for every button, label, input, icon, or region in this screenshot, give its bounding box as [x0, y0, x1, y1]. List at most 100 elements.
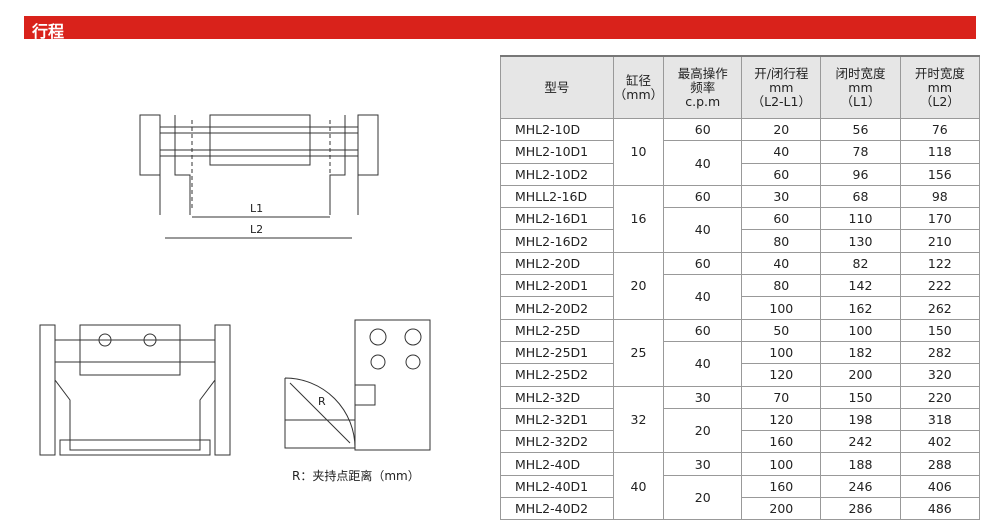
- table-cell: 100: [741, 452, 822, 476]
- table-cell: 20: [663, 474, 743, 521]
- table-cell: 25: [612, 318, 665, 387]
- table-cell: 82: [820, 251, 901, 276]
- table-cell: 222: [899, 274, 981, 298]
- gripper-diagrams: L1 L2 R: [39, 114, 431, 456]
- table-cell: MHL2-40D: [500, 452, 614, 476]
- table-cell: 200: [741, 497, 822, 521]
- column-header: 最高操作 频率 c.p.m: [663, 55, 743, 119]
- table-cell: MHL2-20D: [500, 251, 614, 276]
- table-cell: 246: [820, 474, 901, 499]
- table-cell: 402: [899, 430, 981, 454]
- table-cell: 20: [612, 251, 665, 320]
- table-cell: 130: [820, 229, 901, 253]
- table-cell: 30: [663, 452, 743, 476]
- table-cell: 320: [899, 363, 981, 387]
- top-view-diagram: L1 L2: [139, 114, 379, 239]
- table-cell: MHL2-16D2: [500, 229, 614, 253]
- caption: R：夹持点距离（mm）: [292, 469, 420, 483]
- section-title: 行程: [32, 22, 65, 41]
- table-cell: 282: [899, 340, 981, 365]
- side-view-diagram: R: [284, 319, 431, 451]
- table-cell: 40: [612, 452, 665, 521]
- table-cell: 406: [899, 474, 981, 499]
- table-cell: 30: [663, 385, 743, 409]
- table-cell: 16: [612, 184, 665, 253]
- table-cell: 262: [899, 296, 981, 320]
- section-header-bar: 行程: [24, 16, 976, 41]
- table-cell: 60: [663, 318, 743, 342]
- table-cell: 40: [663, 140, 743, 186]
- table-cell: MHL2-20D2: [500, 296, 614, 320]
- table-cell: 156: [899, 162, 981, 186]
- table-cell: MHL2-25D2: [500, 363, 614, 387]
- table-cell: 78: [820, 140, 901, 164]
- table-cell: 100: [820, 318, 901, 342]
- table-cell: 120: [741, 407, 822, 432]
- table-cell: 110: [820, 207, 901, 231]
- table-cell: MHL2-10D2: [500, 162, 614, 186]
- table-cell: 76: [899, 117, 981, 142]
- table-cell: 160: [741, 430, 822, 454]
- table-cell: 100: [741, 296, 822, 320]
- table-cell: 40: [741, 140, 822, 164]
- table-cell: 96: [820, 162, 901, 186]
- table-cell: 50: [741, 318, 822, 342]
- table-cell: 142: [820, 274, 901, 298]
- table-cell: MHL2-20D1: [500, 274, 614, 298]
- l1-label: L1: [250, 202, 263, 215]
- r-label: R: [318, 395, 326, 408]
- table-cell: 40: [741, 251, 822, 276]
- column-header: 型号: [500, 55, 614, 119]
- table-cell: MHL2-10D: [500, 117, 614, 142]
- table-cell: 122: [899, 251, 981, 276]
- table-cell: 100: [741, 340, 822, 365]
- table-cell: 210: [899, 229, 981, 253]
- table-cell: 160: [741, 474, 822, 499]
- table-cell: 198: [820, 407, 901, 432]
- table-cell: 200: [820, 363, 901, 387]
- table-cell: 60: [663, 184, 743, 209]
- table-cell: 98: [899, 184, 981, 209]
- table-cell: MHL2-25D: [500, 318, 614, 342]
- table-cell: 288: [899, 452, 981, 476]
- table-cell: 40: [663, 207, 743, 253]
- table-cell: 60: [741, 162, 822, 186]
- table-cell: 32: [612, 385, 665, 454]
- column-header: 缸径 （mm）: [612, 55, 665, 119]
- table-cell: 188: [820, 452, 901, 476]
- front-view-diagram: [39, 324, 231, 456]
- table-cell: 60: [663, 251, 743, 276]
- table-cell: 150: [899, 318, 981, 342]
- table-cell: MHL2-16D1: [500, 207, 614, 231]
- table-cell: 80: [741, 274, 822, 298]
- column-header: 开/闭行程 mm （L2-L1）: [741, 55, 822, 119]
- table-cell: 56: [820, 117, 901, 142]
- column-header: 开时宽度 mm （L2）: [899, 55, 981, 119]
- table-cell: 60: [741, 207, 822, 231]
- table-cell: 162: [820, 296, 901, 320]
- table-cell: 242: [820, 430, 901, 454]
- table-cell: 70: [741, 385, 822, 409]
- table-cell: 150: [820, 385, 901, 409]
- table-cell: 486: [899, 497, 981, 521]
- l2-label: L2: [250, 223, 263, 236]
- table-cell: 40: [663, 274, 743, 320]
- table-cell: MHL2-32D1: [500, 407, 614, 432]
- table-cell: 286: [820, 497, 901, 521]
